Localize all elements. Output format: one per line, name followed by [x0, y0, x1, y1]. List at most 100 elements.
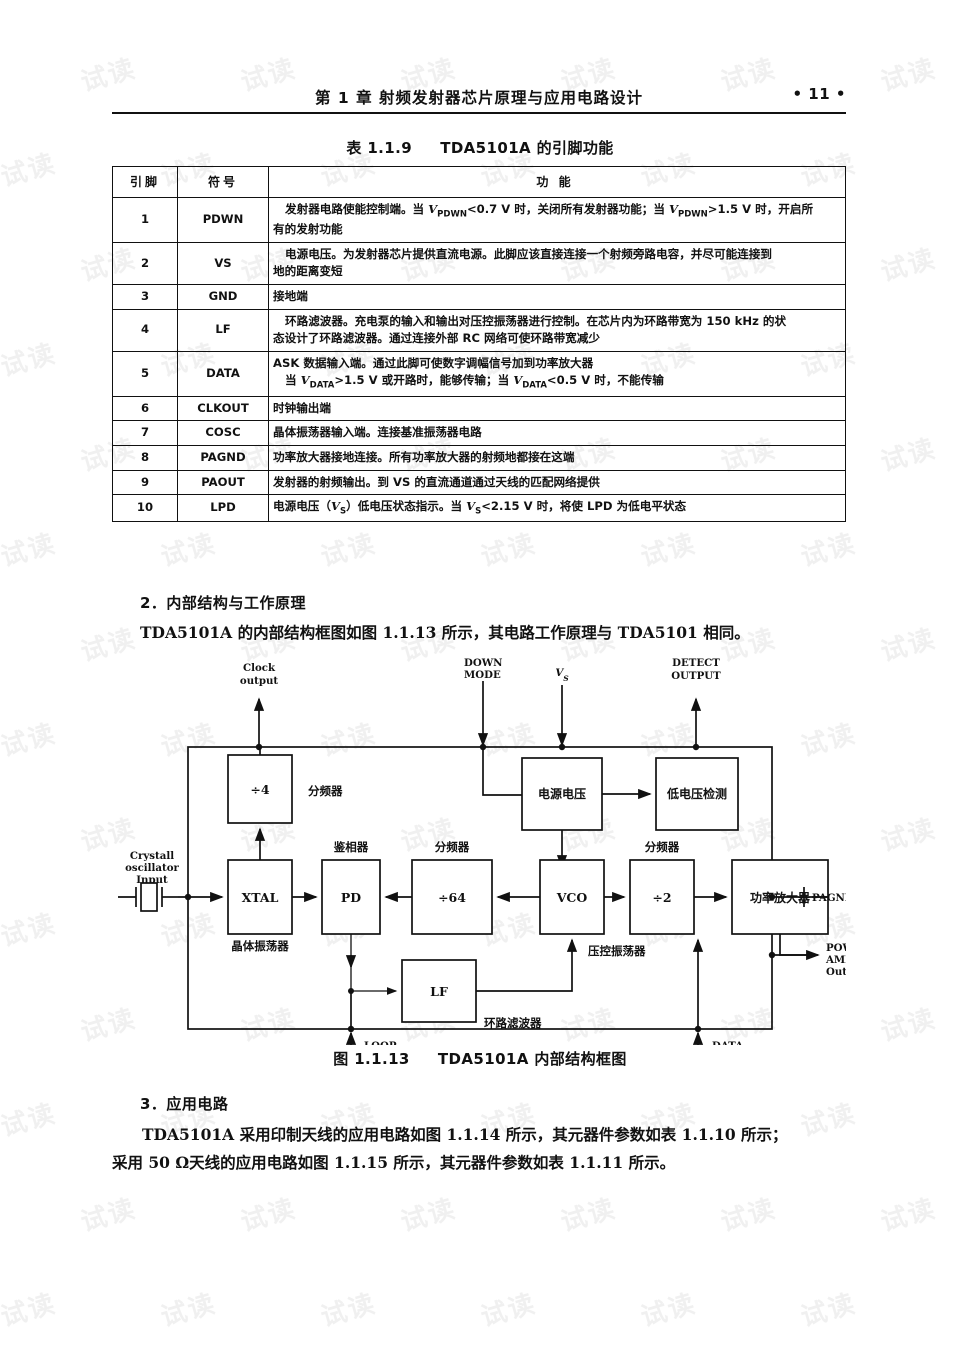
table-caption-text: TDA5101A 的引脚功能: [440, 139, 614, 157]
table-caption: 表 1.1.9 TDA5101A 的引脚功能: [0, 137, 960, 158]
block-supply-voltage: [521, 757, 603, 831]
block-pd-label: PD: [341, 890, 361, 905]
cell-symbol: PAGND: [177, 444, 269, 471]
table-row: 4 LF 环路滤波器。充电泵的输入和输出对压控振荡器进行控制。在芯片内为环路带宽…: [112, 308, 846, 352]
label-data-input-line1: DATA: [712, 1040, 744, 1045]
label-low-power-line3: OUTPUT: [671, 670, 721, 682]
cell-function: 功率放大器接地连接。所有功率放大器的射频地都接在这端: [268, 444, 846, 471]
cell-symbol: PAOUT: [177, 469, 269, 496]
label-loop-filter-line1: LOOP: [364, 1040, 397, 1045]
label-vs: VS: [555, 667, 569, 683]
column-header-function: 功 能: [268, 166, 846, 198]
column-header-pin: 引脚: [112, 166, 178, 198]
table-caption-label: 表 1.1.9: [346, 139, 413, 157]
diagram-shape: [140, 882, 158, 912]
table-row: 8 PAGND 功率放大器接地连接。所有功率放大器的射频地都接在这端: [112, 444, 846, 471]
label-clock-output-line1: Clock: [243, 662, 276, 674]
cell-symbol: PDWN: [177, 197, 269, 243]
cell-pin: 2: [112, 241, 178, 286]
cell-symbol: DATA: [177, 350, 269, 397]
caption-divide-by-2: 分频器: [645, 840, 680, 854]
caption-lf: 环路滤波器: [484, 1016, 542, 1030]
figure-caption-text: TDA5101A 内部结构框图: [437, 1050, 627, 1068]
figure-caption-label: 图 1.1.13: [333, 1050, 410, 1068]
cell-function: 电源电压。为发射器芯片提供直流电源。此脚应该直接连接一个射频旁路电容，并尽可能连…: [268, 241, 846, 286]
cell-symbol: COSC: [177, 420, 269, 446]
column-header-symbol: 符号: [177, 166, 269, 198]
label-low-power-line2: DETECT: [672, 657, 720, 669]
cell-pin: 3: [112, 284, 178, 310]
caption-divide-by-4: 分频器: [308, 784, 343, 798]
label-power-down-line2: DOWN: [464, 657, 502, 669]
label-pa-output-line1: POWER: [826, 942, 846, 954]
page-number: • 11 •: [792, 85, 846, 103]
figure-caption: 图 1.1.13 TDA5101A 内部结构框图: [0, 1048, 960, 1069]
cell-pin: 8: [112, 444, 178, 471]
cell-symbol: GND: [177, 284, 269, 310]
block-vco-label: VCO: [556, 890, 588, 905]
cell-pin: 5: [112, 350, 178, 397]
label-pagnd: PAGND: [812, 892, 846, 904]
caption-xtal: 晶体振荡器: [231, 939, 289, 953]
label-pa-output-line3: Output: [826, 966, 846, 978]
cell-function: 时钟输出端: [268, 395, 846, 422]
caption-divide-by-64: 分频器: [435, 840, 470, 854]
cell-symbol: VS: [177, 241, 269, 286]
pin-function-table: 引脚 符号 功 能 1 PDWN 发射器电路使能控制端。当 VPDWN<0.7 …: [112, 166, 846, 523]
cell-function: 发射器的射频输出。到 VS 的直流通道通过天线的匹配网络提供: [268, 469, 846, 496]
table-row: 1 PDWN 发射器电路使能控制端。当 VPDWN<0.7 V 时，关闭所有发射…: [112, 197, 846, 243]
cell-function: 接地端: [268, 284, 846, 310]
caption-pd: 鉴相器: [333, 840, 369, 854]
block-lf: [401, 959, 477, 1023]
section-3-heading: 3．应用电路: [140, 1095, 229, 1113]
table-row: 10 LPD 电源电压（VS）低电压状态指示。当 VS<2.15 V 时，将使 …: [112, 494, 846, 523]
table-row: 6 CLKOUT 时钟输出端: [112, 395, 846, 422]
block-low-voltage-detect-label: 低电压检测: [666, 786, 727, 801]
table-body: 1 PDWN 发射器电路使能控制端。当 VPDWN<0.7 V 时，关闭所有发射…: [112, 197, 846, 523]
block-pd: [321, 859, 381, 935]
cell-function: 晶体振荡器输入端。连接基准振荡器电路: [268, 420, 846, 446]
block-divide-by-64: [411, 859, 493, 935]
label-power-down-line3: MODE: [464, 669, 501, 681]
section-2-heading: 2．内部结构与工作原理: [140, 594, 306, 612]
block-vco: [539, 859, 605, 935]
table-row: 7 COSC 晶体振荡器输入端。连接基准振荡器电路: [112, 420, 846, 446]
block-xtal-label: XTAL: [242, 890, 279, 905]
cell-symbol: LF: [177, 308, 269, 352]
table-row: 3 GND 接地端: [112, 284, 846, 310]
label-clock-output-line2: output: [240, 675, 278, 687]
cell-function: 发射器电路使能控制端。当 VPDWN<0.7 V 时，关闭所有发射器功能；当 V…: [268, 197, 846, 243]
table-row: 2 VS 电源电压。为发射器芯片提供直流电源。此脚应该直接连接一个射频旁路电容，…: [112, 241, 846, 286]
table-row: 9 PAOUT 发射器的射频输出。到 VS 的直流通道通过天线的匹配网络提供: [112, 469, 846, 496]
cell-pin: 10: [112, 494, 178, 523]
section-3-paragraph-line1: TDA5101A 采用印制天线的应用电路如图 1.1.14 所示，其元器件参数如…: [142, 1125, 788, 1144]
table-row: 5 DATA ASK 数据输入端。通过此脚可使数字调幅信号加到功率放大器 当 V…: [112, 350, 846, 397]
page-header: 第 1 章 射频发射器芯片原理与应用电路设计 • 11 •: [112, 85, 846, 108]
label-power-down-line1: POWER: [464, 655, 509, 657]
section-3-paragraph-line2: 采用 50 Ω天线的应用电路如图 1.1.15 所示，其元器件参数如表 1.1.…: [112, 1153, 676, 1172]
label-crystal-line1: Crystall: [130, 850, 174, 862]
cell-function: 电源电压（VS）低电压状态指示。当 VS<2.15 V 时，将使 LPD 为低电…: [268, 494, 846, 523]
cell-pin: 1: [112, 197, 178, 243]
cell-pin: 4: [112, 308, 178, 352]
label-crystal-line2: oscillator: [125, 862, 179, 874]
page-header-title: 第 1 章 射频发射器芯片原理与应用电路设计: [315, 89, 643, 107]
cell-pin: 9: [112, 469, 178, 496]
cell-function: ASK 数据输入端。通过此脚可使数字调幅信号加到功率放大器 当 VDATA>1.…: [268, 350, 846, 397]
caption-vco: 压控振荡器: [588, 944, 646, 958]
block-divide-by-2-label: ÷2: [652, 890, 671, 905]
block-divide-by-2: [629, 859, 695, 935]
cell-symbol: CLKOUT: [177, 395, 269, 422]
block-supply-voltage-label: 电源电压: [538, 786, 586, 801]
block-diagram: Clock output POWER DOWN MODE VS LOW POWE…: [112, 655, 846, 1045]
cell-pin: 7: [112, 420, 178, 446]
label-pa-output-line2: AMPLIFIER: [825, 954, 846, 966]
cell-function: 环路滤波器。充电泵的输入和输出对压控振荡器进行控制。在芯片内为环路带宽为 150…: [268, 308, 846, 352]
table-header-row: 引脚 符号 功 能: [112, 166, 846, 198]
cell-symbol: LPD: [177, 494, 269, 523]
section-2-paragraph: TDA5101A 的内部结构框图如图 1.1.13 所示，其电路工作原理与 TD…: [140, 623, 750, 642]
label-low-power-line1: LOW POWER: [658, 655, 734, 656]
block-divide-by-64-label: ÷64: [438, 890, 466, 905]
block-lf-label: LF: [430, 984, 448, 999]
